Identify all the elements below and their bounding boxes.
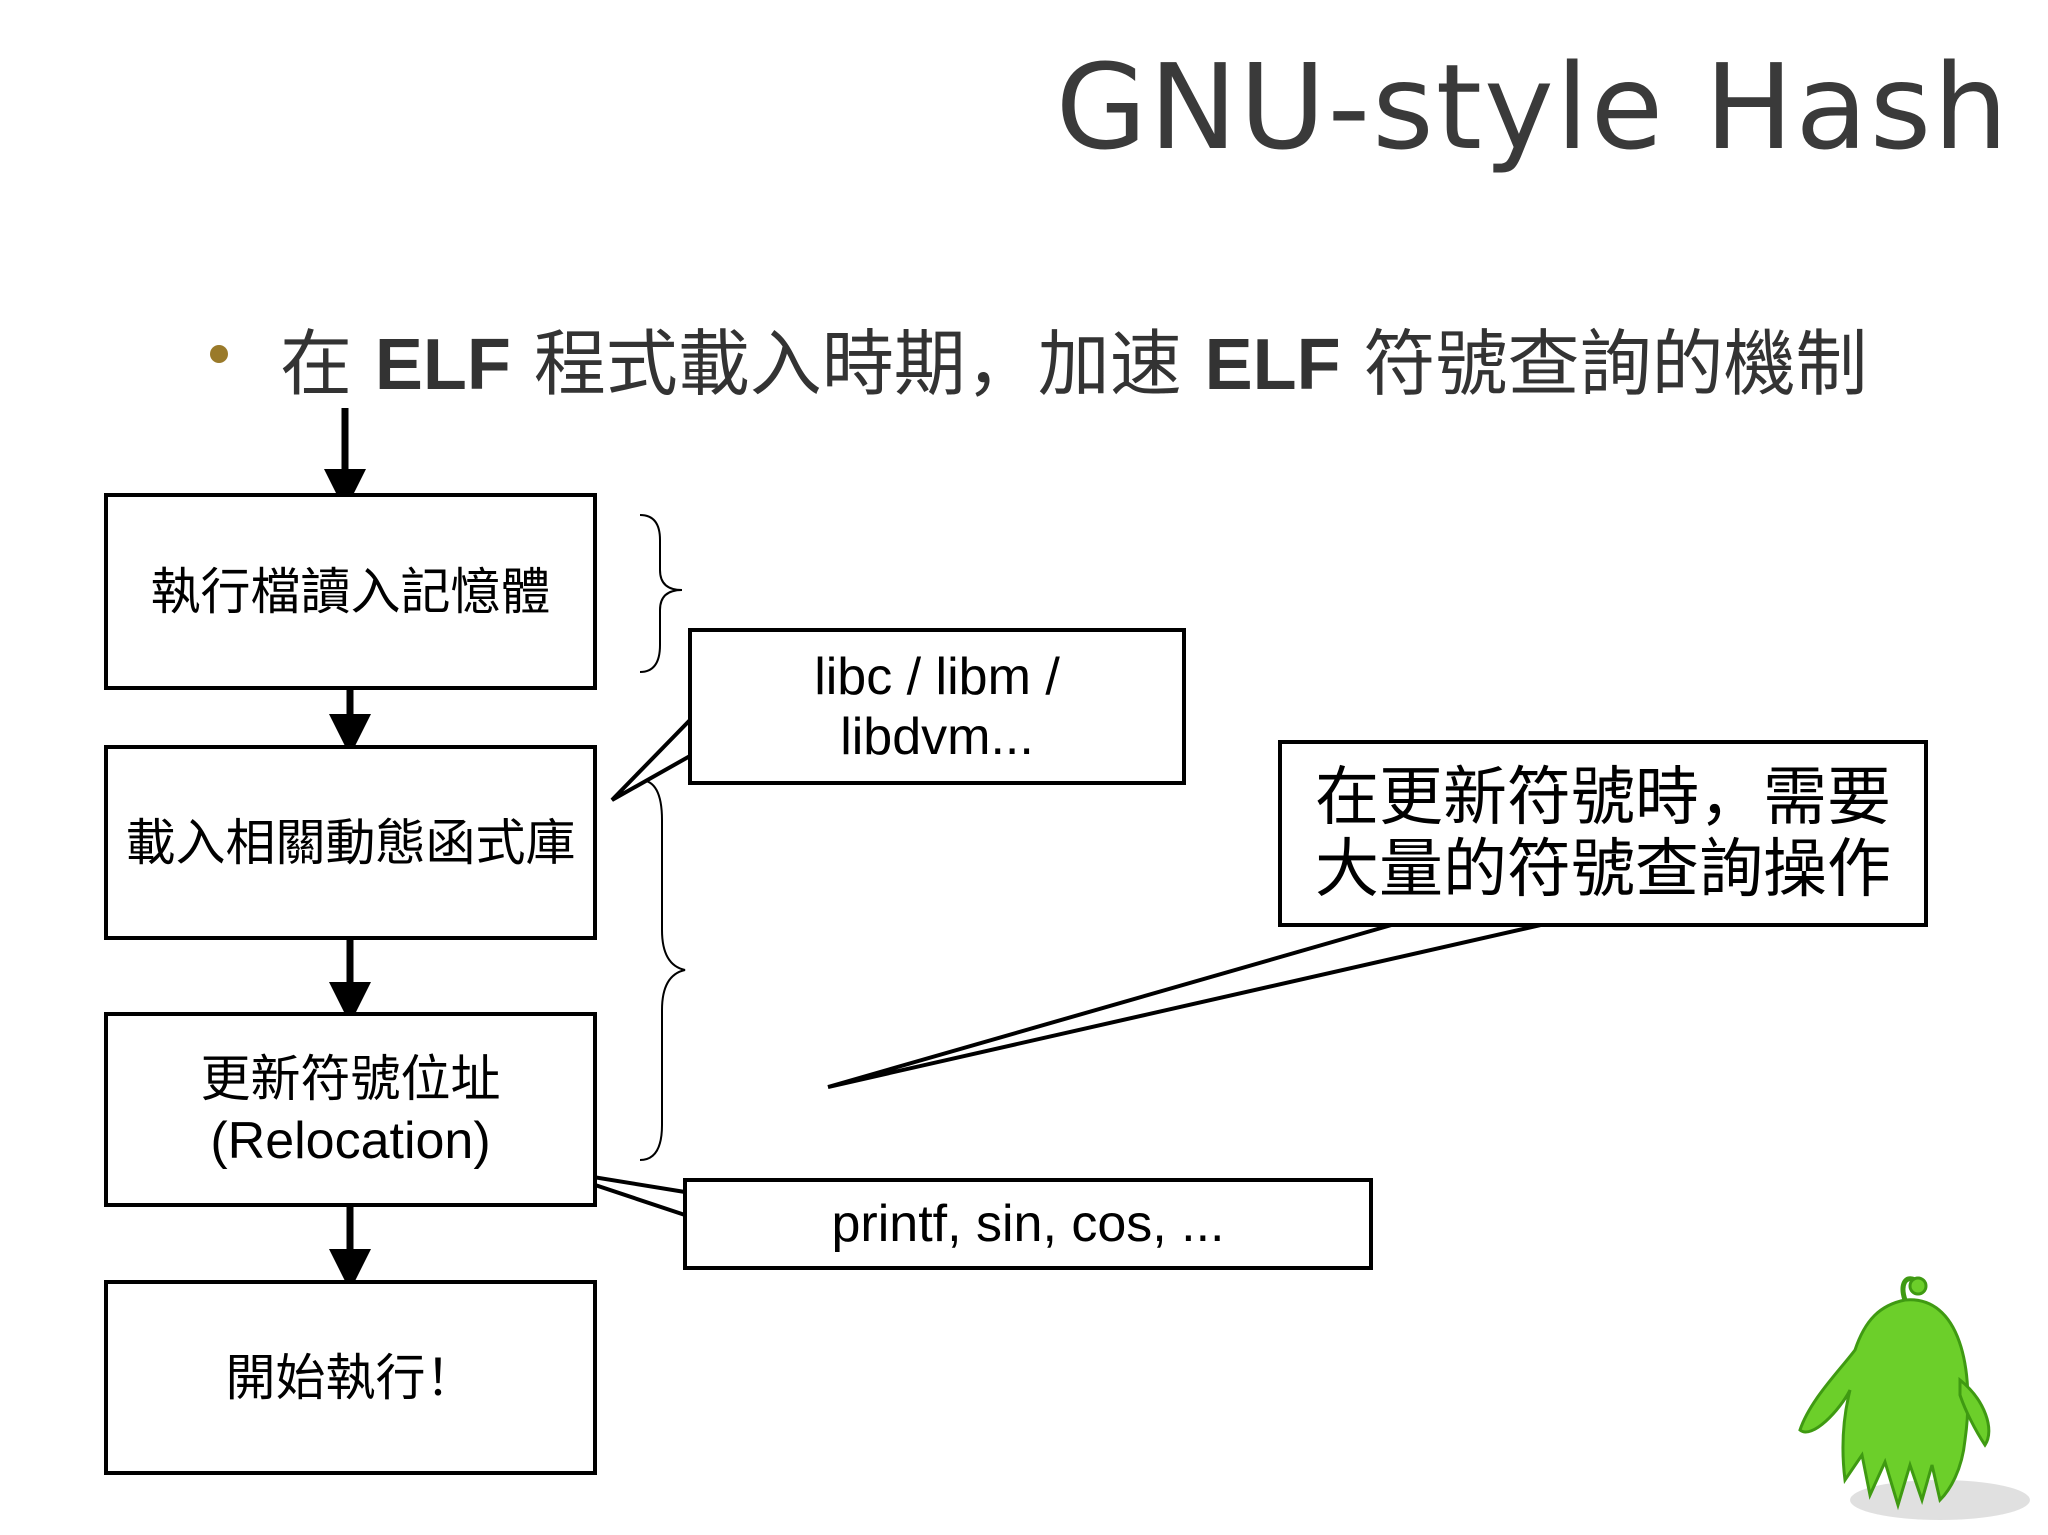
step-start-execution-label: 開始執行！ bbox=[225, 1348, 476, 1407]
step-relocation: 更新符號位址 (Relocation) bbox=[104, 1012, 597, 1207]
callout-libs-line1: libc / libm / bbox=[814, 647, 1060, 706]
callout-libs-line2: libdvm... bbox=[840, 707, 1034, 766]
step-relocation-label: 更新符號位址 bbox=[200, 1049, 501, 1108]
callout-note-line2: 大量的符號查詢操作 bbox=[1315, 832, 1891, 907]
step-load-executable-label: 執行檔讀入記憶體 bbox=[150, 562, 551, 621]
bullet-suffix: 符號查詢的機制 bbox=[1340, 322, 1868, 406]
bullet-middle: 程式載入時期，加速 bbox=[510, 322, 1205, 406]
step-relocation-sublabel: (Relocation) bbox=[210, 1111, 491, 1170]
bullet-elf-2: ELF bbox=[1204, 325, 1341, 405]
step-load-libraries-label: 載入相關動態函式庫 bbox=[125, 813, 576, 872]
slide-title: GNU-style Hash bbox=[1055, 38, 2010, 176]
note-callout-pointer bbox=[827, 922, 1546, 1089]
step-load-executable: 執行檔讀入記憶體 bbox=[104, 493, 597, 690]
bullet-text: 在 ELF 程式載入時期，加速 ELF 符號查詢的機制 bbox=[280, 305, 1868, 410]
bullet-dot-icon bbox=[210, 345, 228, 363]
callout-libs: libc / libm / libdvm... bbox=[688, 628, 1186, 785]
callout-note: 在更新符號時，需要 大量的符號查詢操作 bbox=[1278, 740, 1928, 927]
callout-symbols: printf, sin, cos, ... bbox=[683, 1178, 1373, 1270]
bullet-elf-1: ELF bbox=[374, 325, 511, 405]
callout-note-line1: 在更新符號時，需要 bbox=[1315, 760, 1891, 835]
step-start-execution: 開始執行！ bbox=[104, 1280, 597, 1475]
brace-step1 bbox=[639, 514, 683, 673]
callout-symbols-text: printf, sin, cos, ... bbox=[831, 1195, 1225, 1253]
bullet-prefix: 在 bbox=[280, 322, 375, 406]
libs-callout-pointer bbox=[610, 718, 692, 802]
brace-step2-3 bbox=[639, 779, 686, 1161]
step-load-libraries: 載入相關動態函式庫 bbox=[104, 745, 597, 940]
